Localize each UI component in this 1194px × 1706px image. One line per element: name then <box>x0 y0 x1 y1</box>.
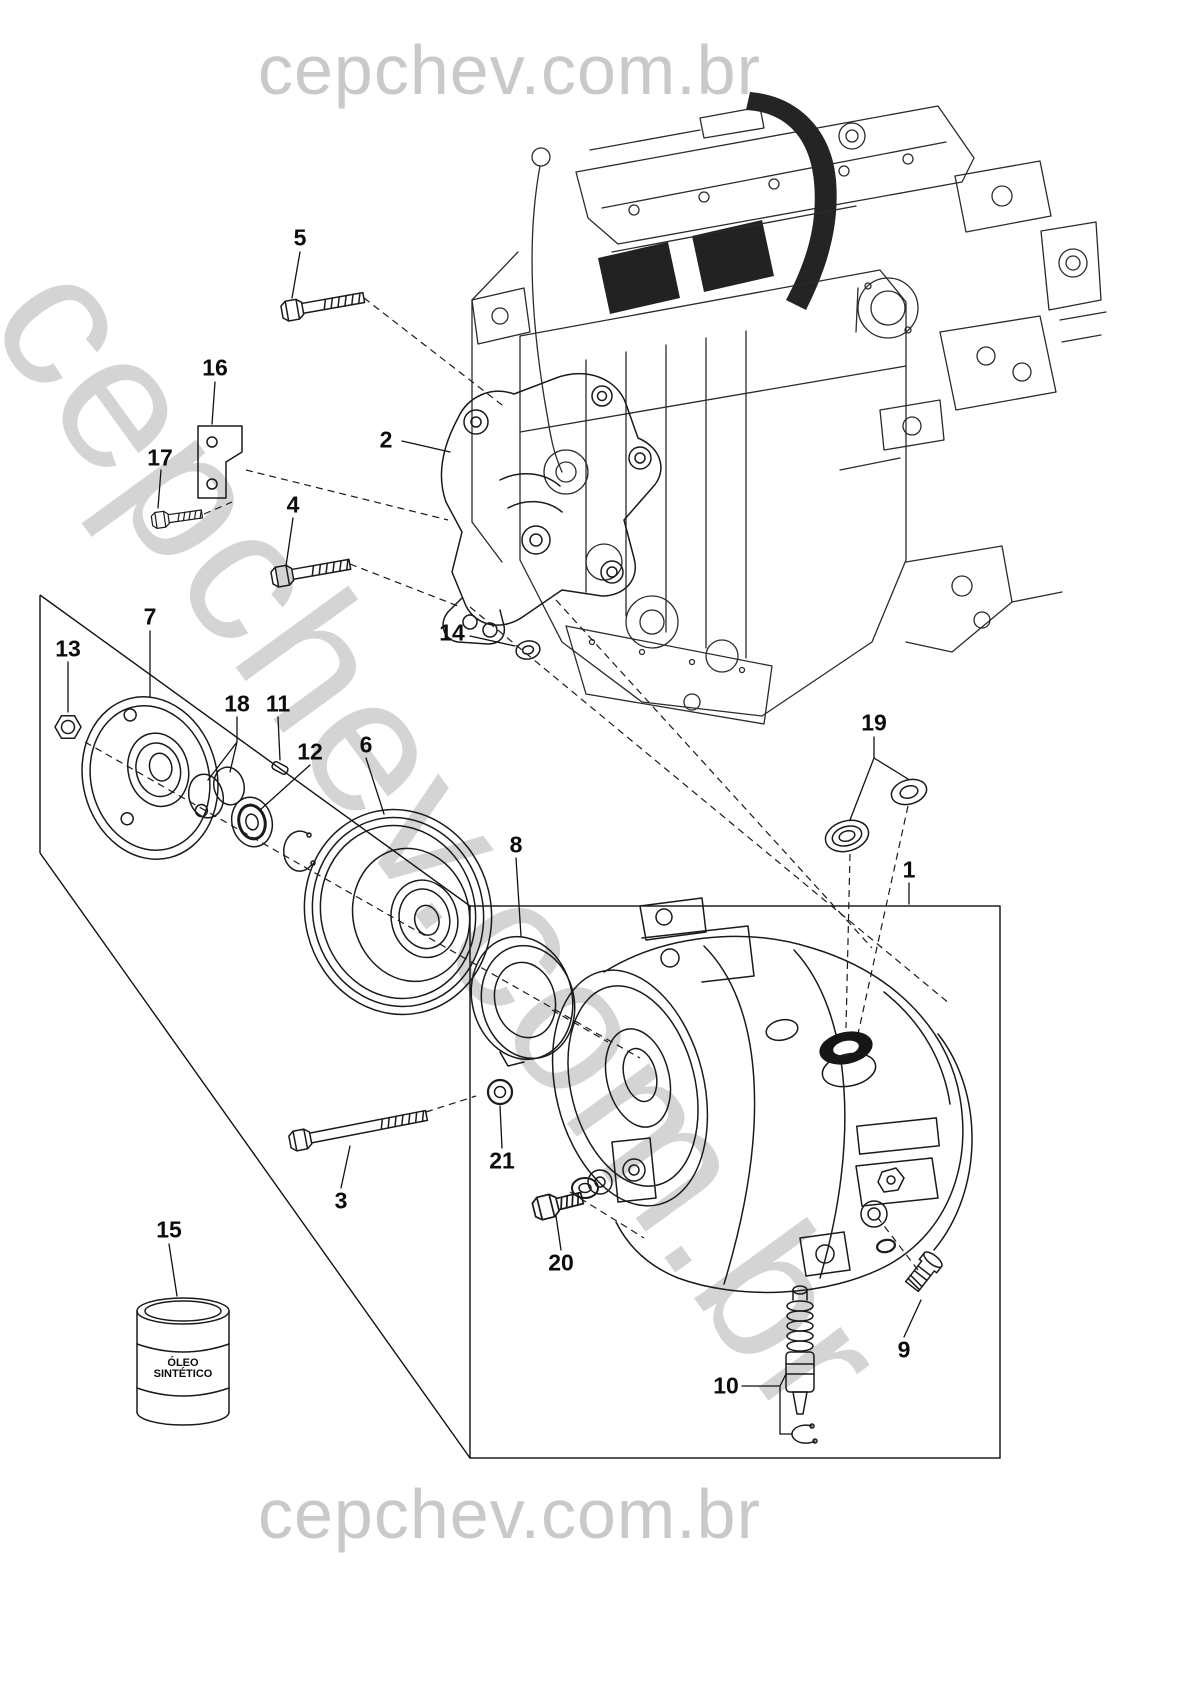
detail-box <box>39 594 1001 1459</box>
part-20-bolt-washer <box>531 1177 599 1221</box>
part-1-compressor <box>551 897 973 1294</box>
watermark-top: cepchev.com.br <box>258 31 761 109</box>
label-leader-lines <box>67 251 922 1435</box>
part-19-grommets <box>824 778 928 853</box>
part-15-oil-can <box>136 1297 230 1426</box>
part-4-bolt <box>270 558 352 588</box>
part-10-control-valve <box>785 1285 818 1444</box>
part-16-bracket <box>197 425 243 499</box>
watermark-bottom: cepchev.com.br <box>258 1475 761 1553</box>
part-7-clutch-plate <box>81 696 219 860</box>
part-9-service-valve <box>876 1238 943 1293</box>
part-12-bearing <box>230 796 316 872</box>
part-17-bolt <box>150 509 204 529</box>
engine-line-art <box>471 92 1107 725</box>
part-3-long-bolt <box>288 1109 429 1152</box>
oil-can-label: ÓLEO SINTÉTICO <box>153 1357 213 1380</box>
part-14-washer <box>515 640 541 660</box>
part-6-pulley <box>303 808 493 1016</box>
part-2-mounting-bracket <box>440 373 662 645</box>
assembly-dashed-lines <box>84 297 951 1271</box>
part-13-nut <box>54 714 82 740</box>
part-18-snap-rings <box>187 766 246 819</box>
part-5-bolt <box>280 291 366 322</box>
part-21-washer <box>486 1078 514 1106</box>
part-11-key <box>271 761 289 775</box>
